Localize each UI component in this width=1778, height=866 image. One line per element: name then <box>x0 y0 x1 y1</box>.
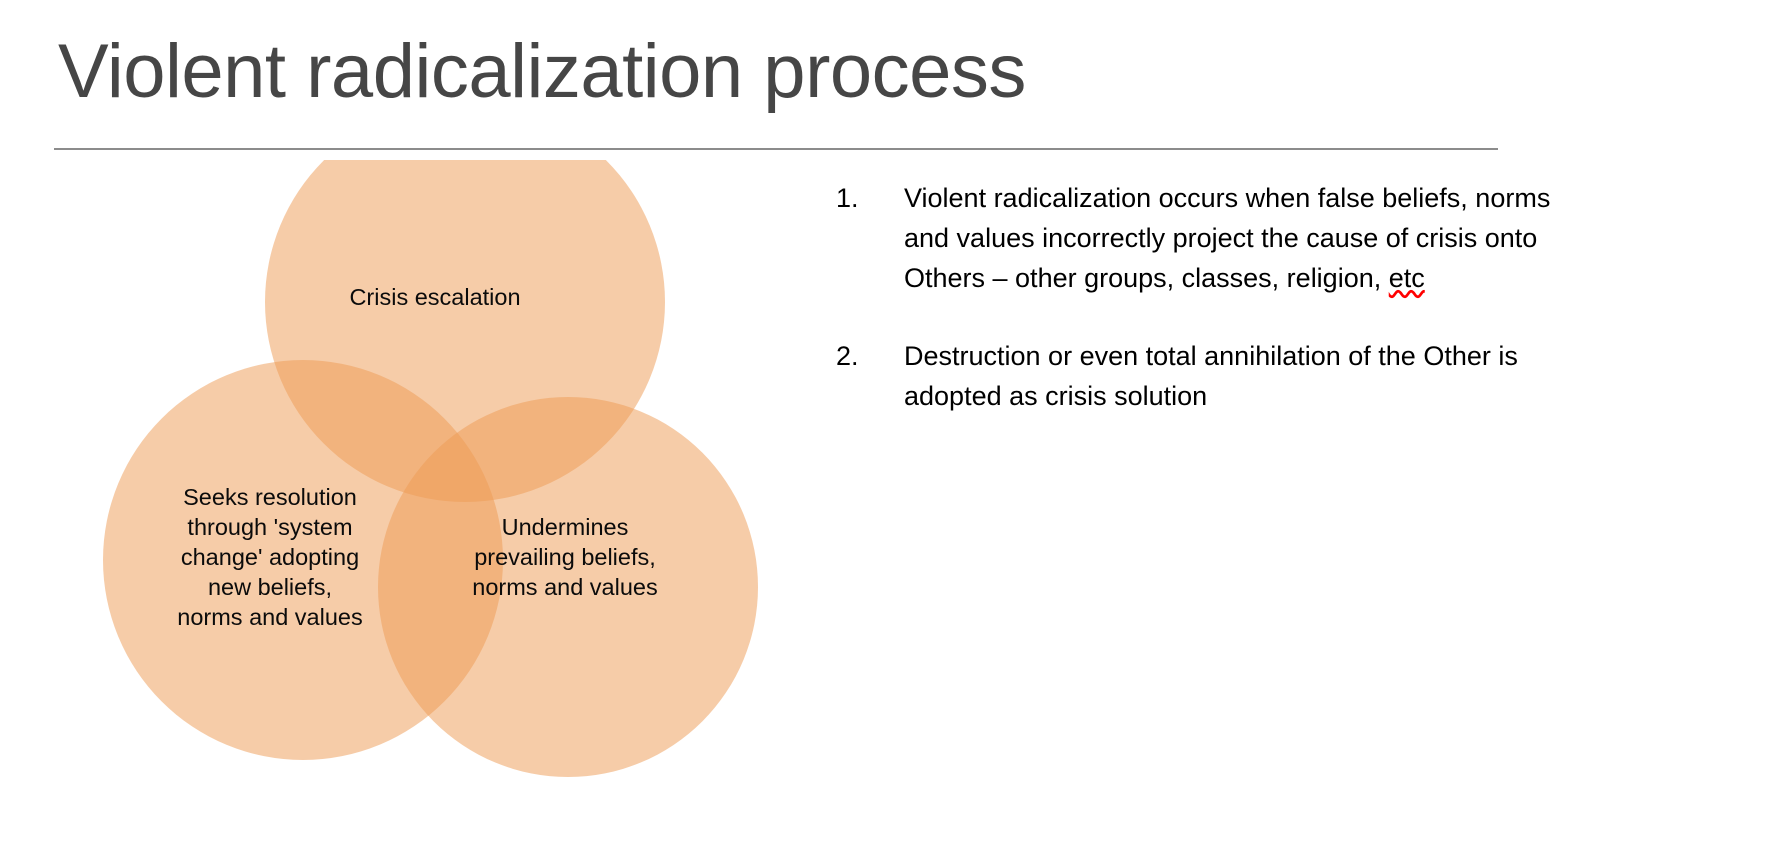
list-item: 1. Violent radicalization occurs when fa… <box>836 178 1576 298</box>
page-title: Violent radicalization process <box>58 29 1026 114</box>
list-item-text: Destruction or even total annihilation o… <box>904 336 1576 416</box>
misspelled-word: etc <box>1388 263 1425 293</box>
venn-label-crisis-escalation: Crisis escalation <box>349 284 521 310</box>
venn-diagram: Crisis escalation Seeks resolution throu… <box>60 160 780 800</box>
list-item-text: Violent radicalization occurs when false… <box>904 178 1576 298</box>
list-item-text-main: Violent radicalization occurs when false… <box>904 183 1551 293</box>
list-item: 2. Destruction or even total annihilatio… <box>836 336 1576 416</box>
venn-label-seeks-resolution: Seeks resolution through 'system change'… <box>177 484 363 630</box>
venn-circles-graphic <box>103 160 758 777</box>
venn-label-undermines-beliefs: Undermines prevailing beliefs, norms and… <box>472 514 658 600</box>
list-marker: 1. <box>836 183 859 213</box>
list-marker: 2. <box>836 341 859 371</box>
list-item-text-main: Destruction or even total annihilation o… <box>904 341 1518 411</box>
venn-circle-bottom-right <box>378 397 758 777</box>
content-list: 1. Violent radicalization occurs when fa… <box>836 178 1576 454</box>
title-divider <box>54 148 1498 150</box>
